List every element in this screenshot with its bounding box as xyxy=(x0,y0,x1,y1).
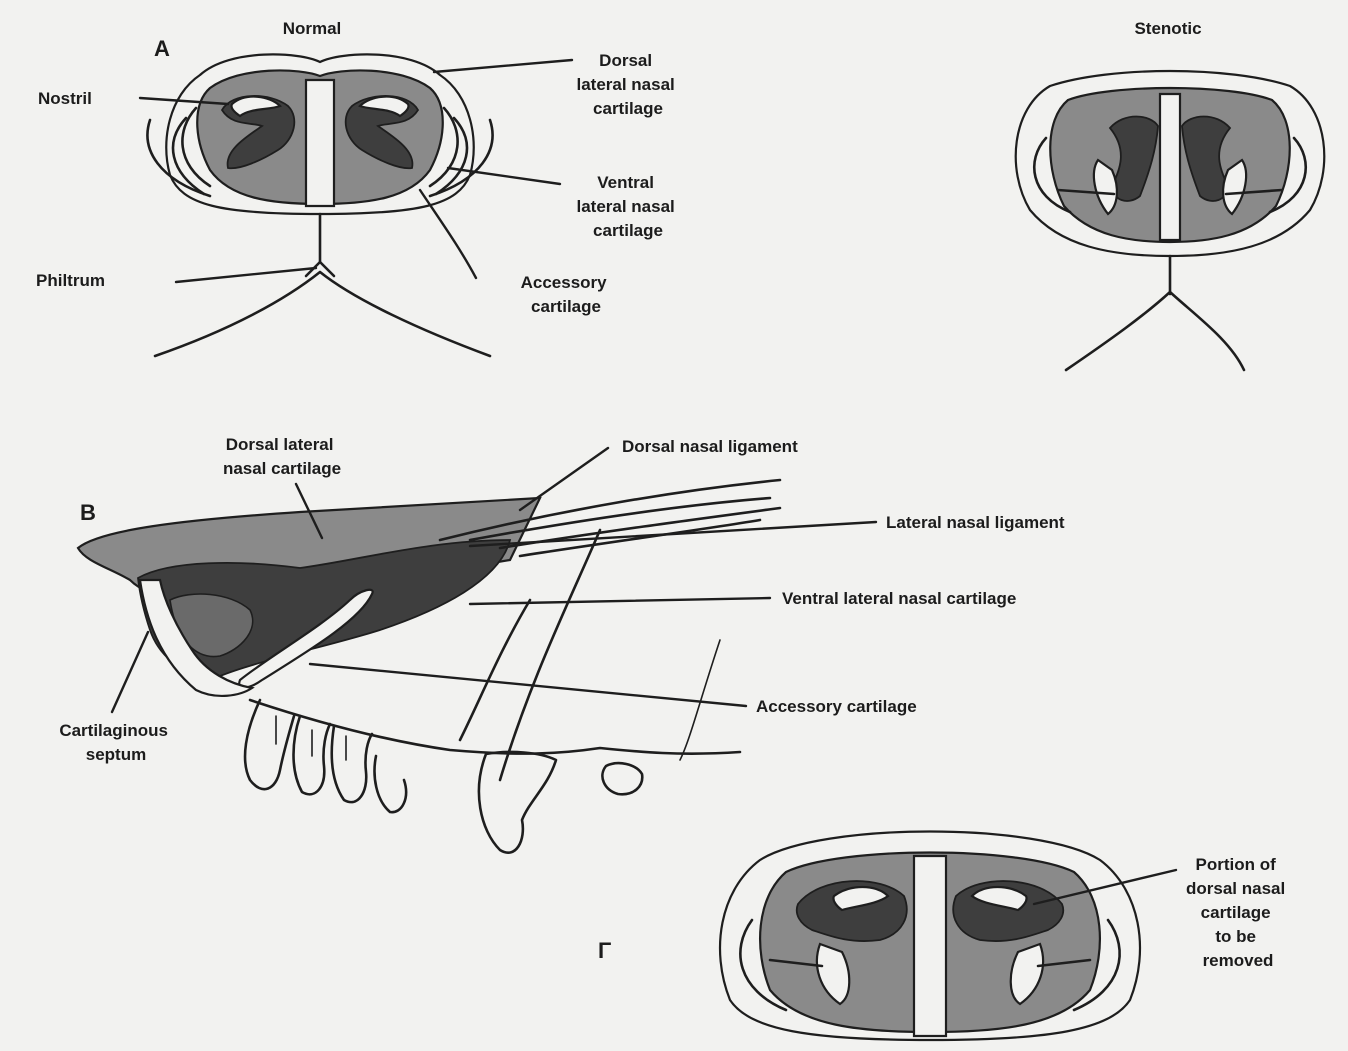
label-dorsal-nasal-ligament: Dorsal nasal ligament xyxy=(622,437,798,456)
panel-b-letter: B xyxy=(80,500,96,525)
leader-dorsal-nasal-ligament xyxy=(520,448,608,510)
label-nostril: Nostril xyxy=(38,89,92,108)
normal-lip-line xyxy=(155,272,490,356)
stenotic-lip-line xyxy=(1066,292,1244,370)
leader-ventral-lateral-b xyxy=(470,598,770,604)
label-lateral-nasal-ligament: Lateral nasal ligament xyxy=(886,513,1065,532)
label-cartilaginous-septum: Cartilaginous septum xyxy=(59,721,172,764)
leader-philtrum xyxy=(176,268,316,282)
leader-accessory-a xyxy=(420,190,476,278)
label-philtrum: Philtrum xyxy=(36,271,105,290)
incisor-3 xyxy=(332,726,372,802)
label-accessory-cartilage-a: Accessory cartilage xyxy=(521,273,612,316)
canine-tooth xyxy=(479,752,556,853)
lateral-nose-figure xyxy=(78,480,780,853)
premolar-tooth xyxy=(602,763,642,794)
stenotic-nose-figure xyxy=(1016,71,1325,370)
label-ventral-lateral-nasal-cartilage-a: Ventral lateral nasal cartilage xyxy=(576,173,679,240)
label-dorsal-lateral-nasal-cartilage-a: Dorsal lateral nasal cartilage xyxy=(576,51,679,118)
label-ventral-lateral-nasal-cartilage-b: Ventral lateral nasal cartilage xyxy=(782,589,1016,608)
panel-a-letter: A xyxy=(154,36,170,61)
label-accessory-cartilage-b: Accessory cartilage xyxy=(756,697,917,716)
normal-septum xyxy=(306,80,334,206)
normal-title: Normal xyxy=(283,19,342,38)
stenotic-title: Stenotic xyxy=(1134,19,1201,38)
leader-lateral-nasal-ligament xyxy=(470,522,876,546)
leader-dorsal-lateral-a xyxy=(434,60,572,72)
panel-c-letter: Γ xyxy=(598,938,611,963)
label-dorsal-lateral-nasal-cartilage-b: Dorsal lateral nasal cartilage xyxy=(223,435,341,478)
label-portion-to-be-removed: Portion of dorsal nasal cartilage to be … xyxy=(1186,855,1290,970)
resection-septum xyxy=(914,856,946,1036)
stenotic-septum xyxy=(1160,94,1180,240)
incisor-1 xyxy=(245,700,294,789)
resection-nose-figure xyxy=(720,832,1140,1041)
leader-cartilaginous-septum xyxy=(112,632,148,712)
normal-nose-figure xyxy=(148,54,493,356)
